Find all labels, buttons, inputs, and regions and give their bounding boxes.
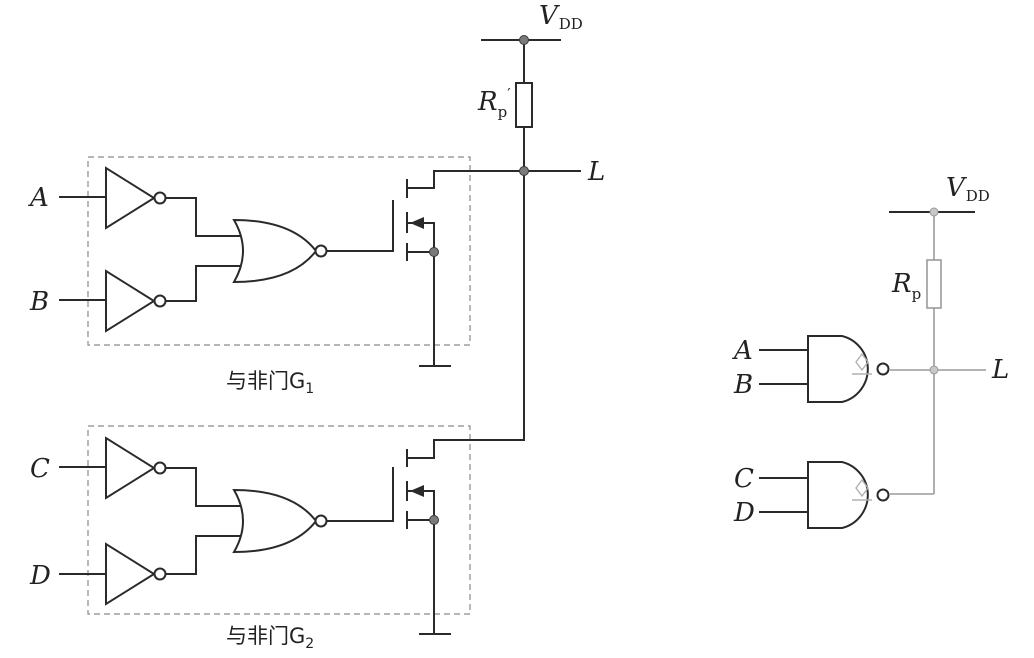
vdd-node: [519, 35, 529, 45]
input-label-c: C: [30, 454, 50, 484]
nand-gate-2: [807, 461, 869, 529]
gate2-caption: 与非门G2: [226, 624, 314, 652]
nor-gate-2: [232, 488, 318, 554]
input-label-a: A: [28, 183, 49, 213]
simplified-input-label-b: B: [733, 370, 753, 400]
pullup-resistor: [515, 82, 533, 128]
nand-gate-1: [807, 335, 869, 403]
inverter-b: [105, 269, 156, 333]
nor-gate-1: [232, 218, 318, 284]
gate2-boundary: [87, 425, 471, 615]
input-label-d: D: [29, 561, 51, 591]
simplified-circuit: [759, 207, 986, 529]
output-node: [519, 166, 529, 176]
simplified-vdd-label: VDD: [946, 173, 990, 205]
inverter-d: [105, 542, 156, 606]
pullup-resistor-simplified: [926, 259, 942, 309]
simplified-output-label: L: [991, 355, 1009, 385]
simplified-resistor-label: Rp: [891, 269, 921, 303]
output-label: L: [587, 157, 605, 187]
simplified-input-label-c: C: [734, 464, 754, 494]
gate1: [59, 166, 451, 367]
inverter-c: [105, 436, 156, 500]
gate2: [59, 436, 451, 635]
resistor-label: Rp′: [477, 85, 511, 121]
gate1-boundary: [87, 156, 471, 346]
gate1-caption: 与非门G1: [226, 369, 314, 397]
simplified-input-label-a: A: [732, 336, 753, 366]
simplified-input-label-d: D: [733, 498, 755, 528]
vdd-label: VDD: [539, 1, 583, 33]
inverter-a: [105, 166, 156, 230]
input-label-b: B: [29, 287, 49, 317]
